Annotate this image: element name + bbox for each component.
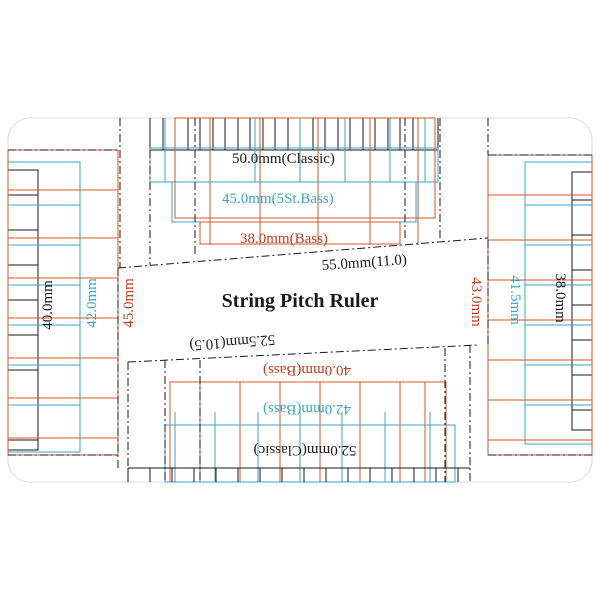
label-diag-lower: 52.5mm(10.5) [189, 331, 276, 353]
center-panel [117, 237, 489, 363]
label-top-5st-bass: 45.0mm(5St.Bass) [222, 191, 334, 207]
label-right-43: 43.0mm [468, 277, 484, 327]
label-diag-upper: 55.0mm(11.0) [321, 252, 407, 274]
top-gauge [119, 117, 489, 268]
right-gauge [487, 154, 593, 456]
label-bottom-bass-40: 40.0mm(Bass) [263, 362, 351, 378]
bottom-gauge [127, 345, 471, 483]
label-right-38: 38.0mm [552, 273, 568, 323]
label-bottom-bass-42: 42.0mm(Bass) [263, 401, 351, 417]
label-top-classic: 50.0mm(Classic) [232, 151, 335, 167]
label-left-45: 45.0mm [121, 278, 137, 328]
left-gauge [7, 149, 119, 470]
label-right-415: 41.5mm [507, 275, 523, 325]
ruler-title: String Pitch Ruler [222, 290, 379, 312]
label-top-bass: 38.0mm(Bass) [240, 231, 328, 247]
label-left-40: 40.0mm [40, 280, 56, 330]
label-left-42: 42.0mm [84, 278, 100, 328]
label-bottom-classic: 52.0mm(Classic) [254, 442, 357, 458]
